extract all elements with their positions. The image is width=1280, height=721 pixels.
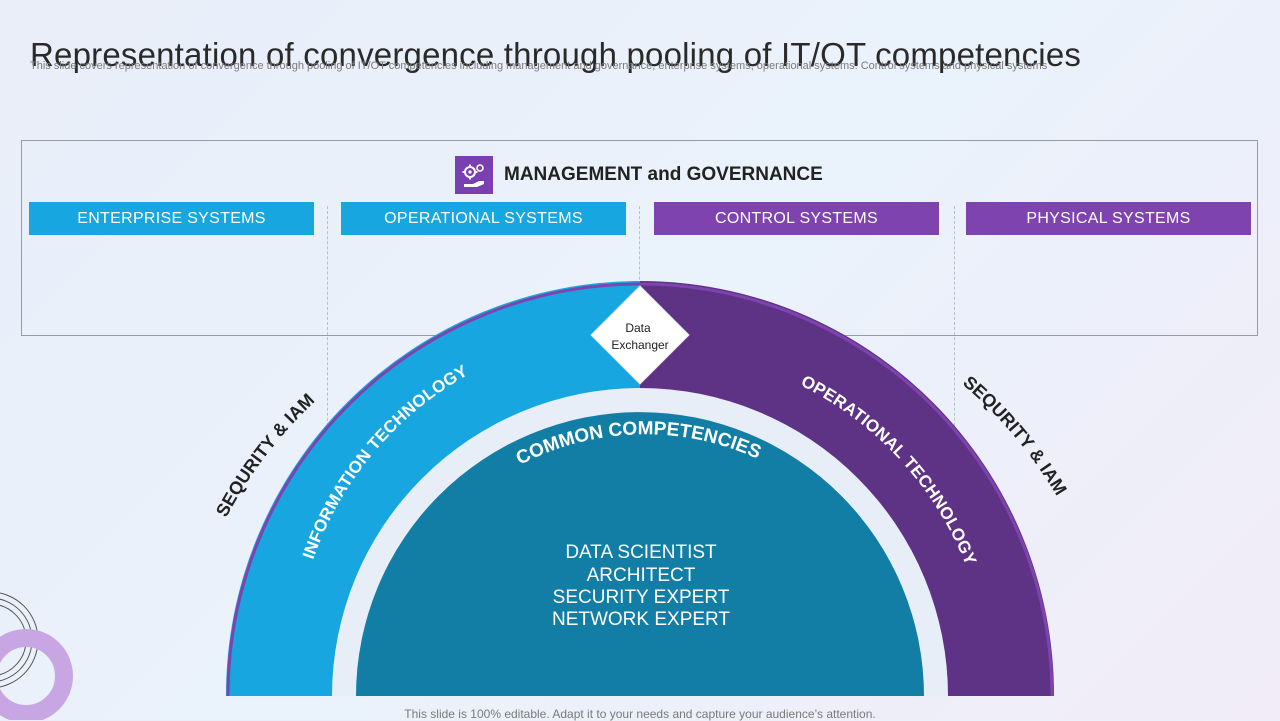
- footer-note: This slide is 100% editable. Adapt it to…: [404, 707, 876, 721]
- role-item: SECURITY EXPERT: [553, 587, 730, 608]
- exchanger-line2: Exchanger: [611, 338, 668, 352]
- deco-lilac-ring: [0, 629, 73, 720]
- page-title: Representation of convergence through po…: [30, 36, 1082, 74]
- role-item: NETWORK EXPERT: [552, 609, 730, 630]
- management-label: MANAGEMENT and GOVERNANCE: [504, 164, 823, 185]
- outer-edge: [226, 282, 1054, 697]
- physical-systems-box: PHYSICAL SYSTEMS: [966, 202, 1251, 235]
- page-subtitle: This slide covers representation of conv…: [30, 60, 1048, 72]
- core-competencies: [356, 412, 924, 696]
- gears-hand-icon: [455, 156, 493, 194]
- enterprise-systems-box: ENTERPRISE SYSTEMS: [29, 202, 314, 235]
- divider-3: [954, 206, 955, 446]
- data-exchanger-diamond: [590, 285, 690, 385]
- role-item: DATA SCIENTIST: [565, 542, 717, 563]
- control-systems-box: CONTROL SYSTEMS: [654, 202, 939, 235]
- exchanger-line1: Data: [625, 321, 651, 335]
- divider-1: [327, 206, 328, 446]
- roles-list: DATA SCIENTIST ARCHITECT SECURITY EXPERT…: [552, 542, 730, 630]
- operational-systems-box: OPERATIONAL SYSTEMS: [341, 202, 626, 235]
- role-item: ARCHITECT: [587, 565, 696, 586]
